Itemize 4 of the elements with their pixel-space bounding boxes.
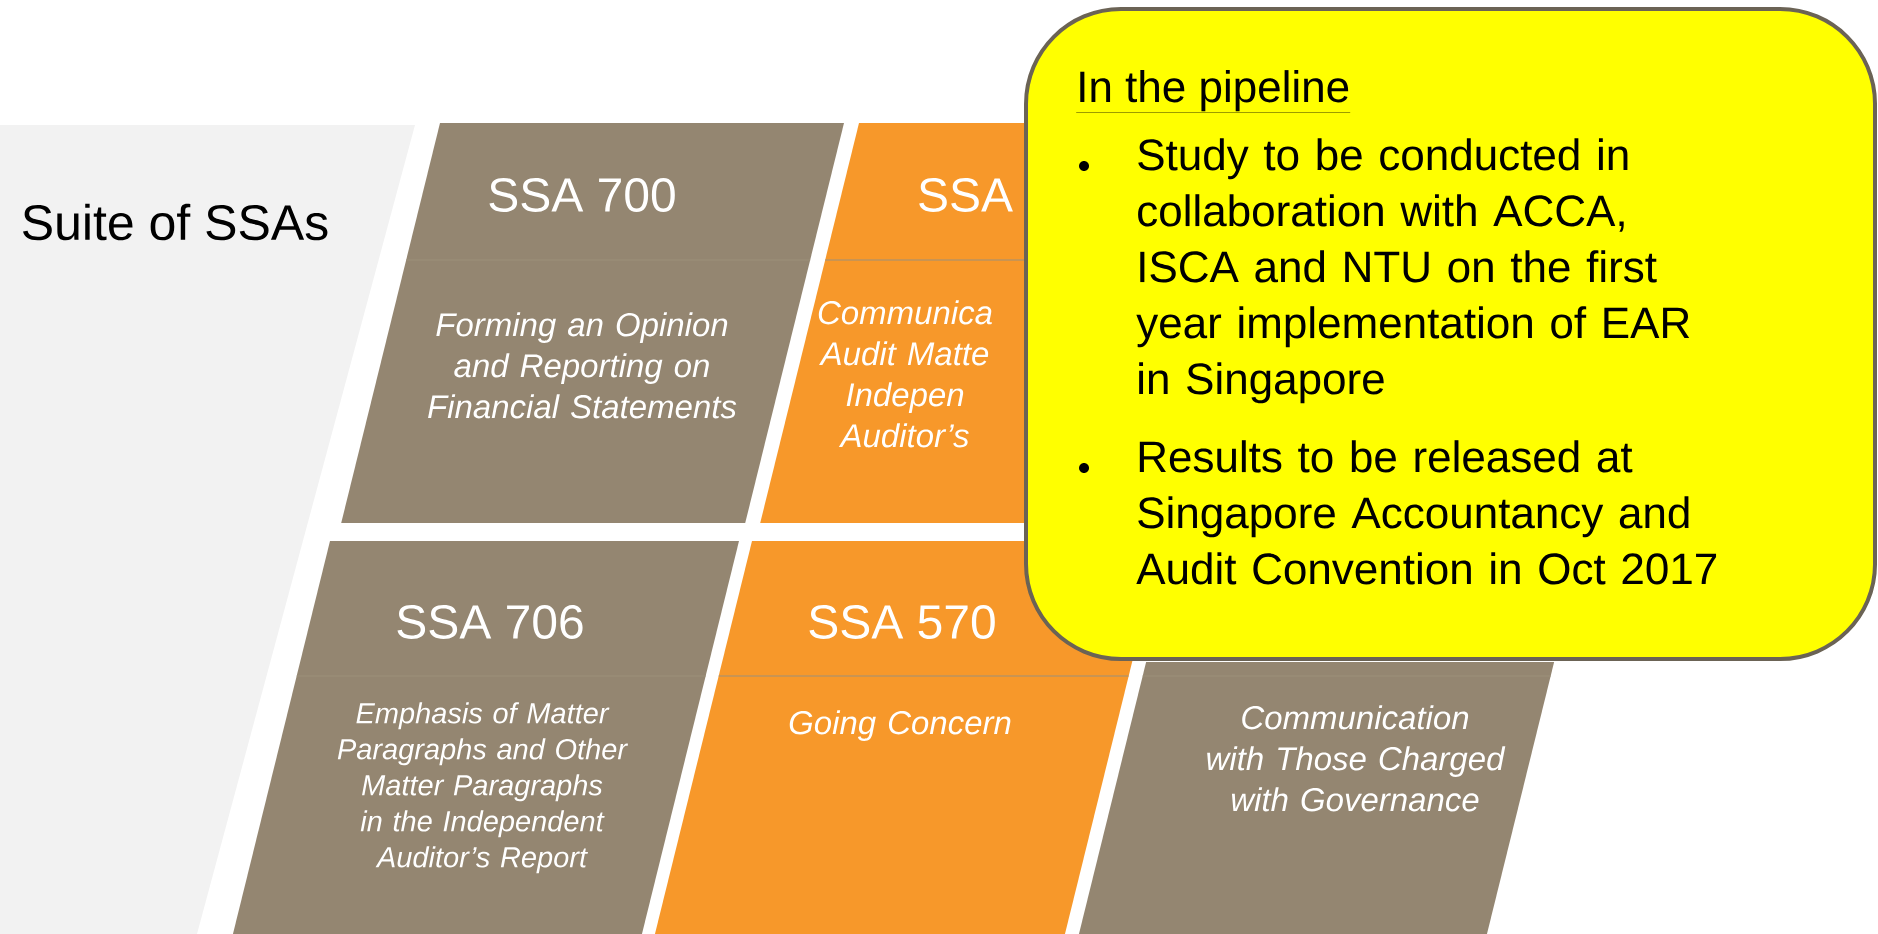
standard-tile: SSA Communica Audit Matte Indepen Auditor’s xyxy=(760,123,1025,523)
callout-box: In the pipeline Study to be conducted in collaboration with ACCA, ISCA and NTU on the first year implementation of EAR in Singapore Results to be released at Singapore Accountancy and Audit Convention in Oct 2017 xyxy=(1024,7,1878,661)
standard-tile: Communication with Those Charged with Governance xyxy=(1078,662,1555,934)
standard-tile: SSA 706 Emphasis of Matter Paragraphs and Other Matter Paragraphs in the Independent Auditor’s Report xyxy=(232,541,739,934)
